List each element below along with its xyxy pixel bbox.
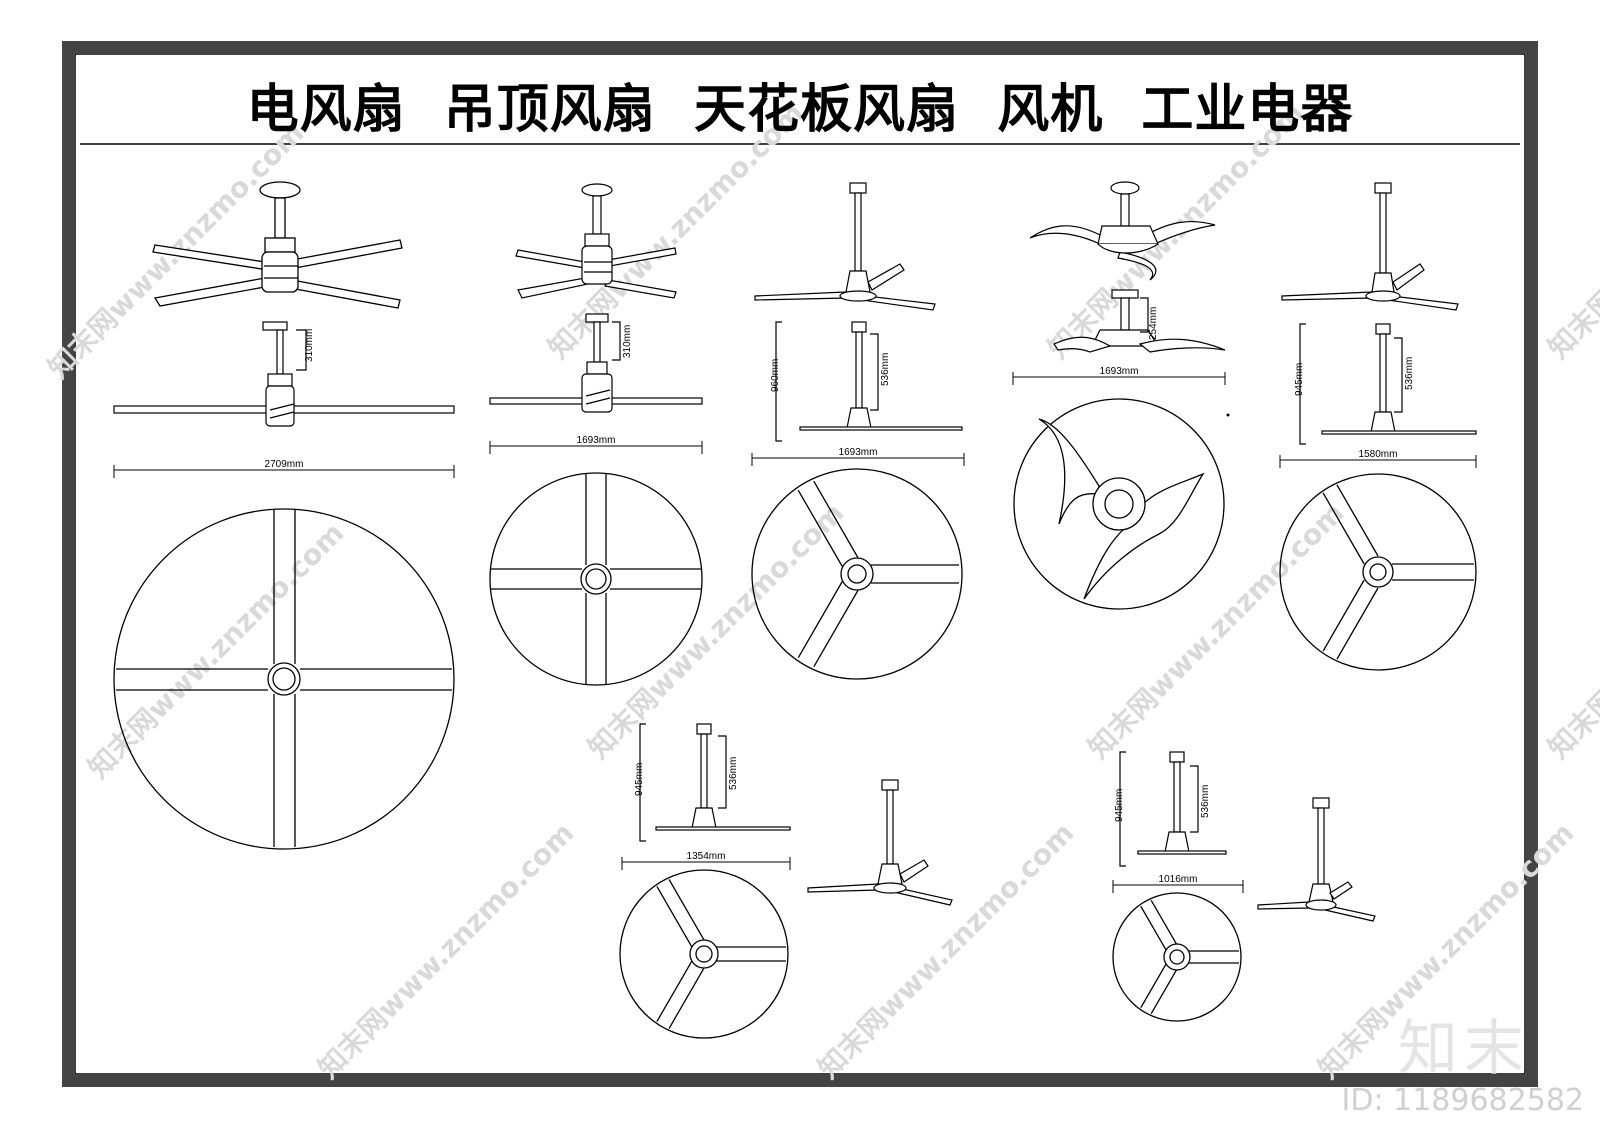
fan-7-plan [1112,892,1242,1022]
fan-6-elevation [639,723,791,842]
watermark-text: 知末网www.znzmo.com [312,816,581,1085]
fan-4-plan [1013,398,1225,610]
fan-2-width-dim: 1693mm [577,435,616,446]
fan-6-width-dim: 1354mm [687,851,726,862]
fan-5-width-dimline [1279,455,1477,468]
fan-6-perspective [807,779,953,906]
image-id: ID: 1189682582 [1341,1083,1584,1118]
sheet-title: 电风扇 吊顶风扇 天花板风扇 风机 工业电器 [246,79,1354,140]
fan-2-perspective [515,183,677,299]
fan-4-small-mark [1226,413,1230,417]
fan-4-perspective [1029,181,1216,281]
watermark-text: 知末网www.znzmo.com [582,496,851,765]
fan-5-elevation [1299,323,1477,445]
fan-2-plan [489,472,703,686]
fan-7-elevation [1119,751,1227,867]
fan-1-plan [113,508,455,850]
fan-1-perspective [152,181,403,309]
fan-3-width-dim: 1693mm [839,447,878,458]
fan-6-rod-dim: 536mm [728,757,739,790]
fan-3-plan [751,468,963,680]
fan-7-perspective [1257,797,1376,922]
fan-5-rod-dim: 536mm [1404,357,1415,390]
fan-6-width-dimline [621,857,791,870]
fan-1-elevation [113,321,455,427]
fan-5-plan [1279,473,1477,671]
fan-1-height-dim: 310mm [304,329,315,362]
fan-3-width-dimline [751,453,965,466]
fan-5-width-dim: 1580mm [1359,449,1398,460]
fan-3-elevation [775,321,963,442]
fan-7-total-dim: 945mm [1114,789,1125,822]
fan-1-width-dim: 2709mm [265,459,304,470]
fan-1-width-dimline [113,465,455,478]
fan-3-rod-dim: 536mm [880,353,891,386]
fan-6-total-dim: 945mm [634,763,645,796]
fan-4-width-dimline [1012,372,1226,385]
fan-2-elevation [489,313,703,413]
fan-2-width-dimline [489,441,703,454]
fan-3-total-dim: 960mm [770,359,781,392]
sheet-frame [62,41,1538,1087]
watermark-text: 知末网www.znzmo.com [82,516,351,785]
fan-7-width-dim: 1016mm [1159,874,1198,885]
fan-4-height-dim: 254mm [1148,307,1159,340]
watermark-text: 知末网www.znzmo.com [1542,496,1600,765]
fan-7-width-dimline [1112,880,1244,893]
watermark-text: 知末网www.znzmo.com [1542,96,1600,365]
fan-4-width-dim: 1693mm [1100,366,1139,377]
fan-6-plan [619,869,789,1039]
fan-3-perspective [754,182,936,311]
fan-5-total-dim: 945mm [1294,363,1305,396]
fan-5-perspective [1281,182,1459,311]
fan-4-elevation [1053,289,1226,353]
fan-7-rod-dim: 536mm [1200,785,1211,818]
watermark-text: 知末网www.znzmo.com [812,816,1081,1085]
brand-watermark: 知末 [1398,1014,1530,1084]
fan-2-height-dim: 310mm [622,325,633,358]
